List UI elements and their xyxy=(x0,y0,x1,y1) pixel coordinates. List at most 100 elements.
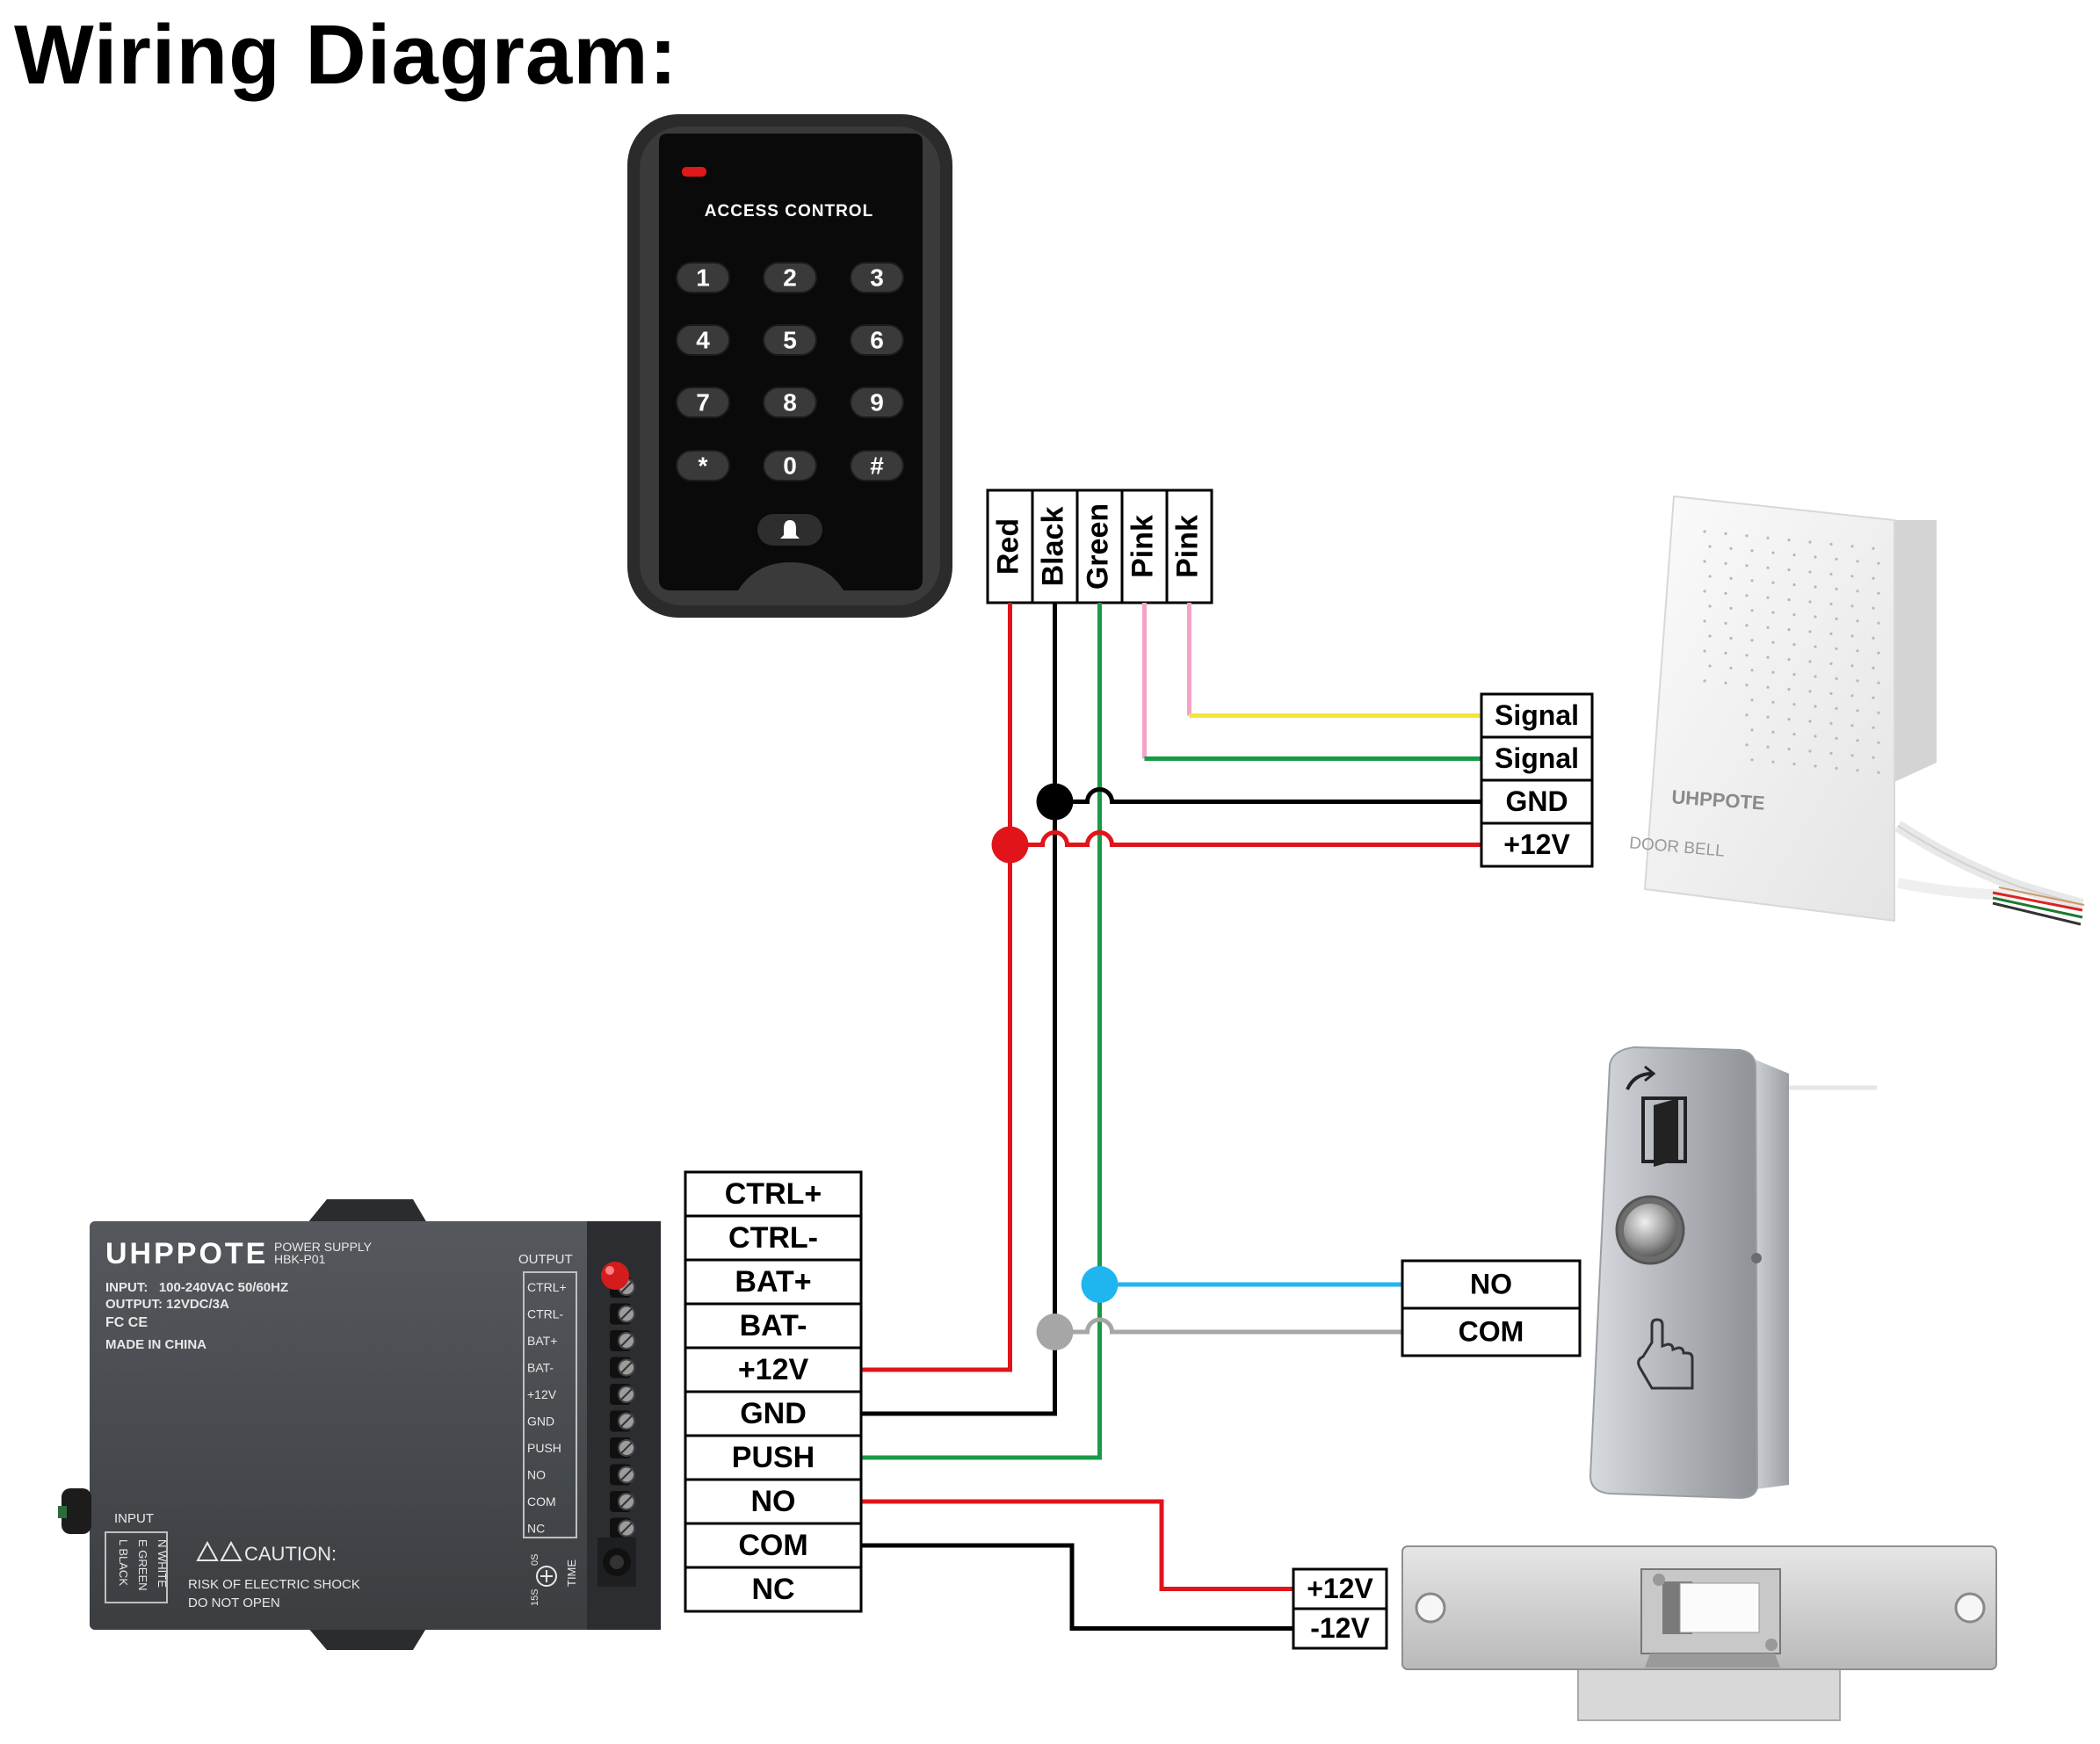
psu-terminal-label: CTRL- xyxy=(527,1307,564,1321)
psu-time-label: TIME xyxy=(565,1559,578,1587)
psu-input-line: L BLACK xyxy=(117,1539,130,1586)
exit-terminal-label: COM xyxy=(1459,1315,1524,1347)
key-button xyxy=(763,450,817,481)
psu-time-max: 0S xyxy=(530,1554,540,1566)
psu-terminal-cell xyxy=(684,1302,863,1350)
keypad-title: ACCESS CONTROL xyxy=(705,202,873,221)
key-button xyxy=(676,324,730,356)
psu-terminal-label: NO xyxy=(751,1485,796,1518)
psu-terminal-cell xyxy=(684,1346,863,1393)
key-label: 0 xyxy=(783,452,797,479)
psu-terminal-label: +12V xyxy=(738,1353,809,1386)
psu-output-spec: OUTPUT: 12VDC/3A xyxy=(105,1297,229,1312)
doorbell-terminal-cell xyxy=(1480,778,1594,825)
key-label: 2 xyxy=(783,264,797,291)
psu-terminal-cell xyxy=(684,1434,863,1481)
key-button xyxy=(676,450,730,481)
key-label: 7 xyxy=(696,388,710,416)
key-button xyxy=(850,262,904,293)
psu-terminal-label: CTRL- xyxy=(728,1221,818,1255)
psu-terminal-cell xyxy=(684,1214,863,1262)
psu-terminal-label: NC xyxy=(751,1573,794,1606)
psu-model: HBK-P01 xyxy=(274,1252,326,1266)
key-button xyxy=(850,387,904,418)
doorbell-device: UHPPOTE DOOR BELL xyxy=(1628,495,2085,926)
psu-terminal-label: CTRL+ xyxy=(725,1177,822,1211)
psu-product: POWER SUPPLY xyxy=(274,1240,373,1254)
key-label: 5 xyxy=(783,326,797,353)
hand-icon xyxy=(1637,1318,1694,1390)
wire-lock-negative xyxy=(861,1543,1293,1631)
key-button xyxy=(676,262,730,293)
psu-input-label: INPUT xyxy=(114,1511,154,1526)
doorbell-terminal-cell xyxy=(1480,735,1594,782)
wire-label: Black xyxy=(1036,507,1069,587)
bell-icon xyxy=(780,520,800,539)
push-button xyxy=(1624,1204,1676,1256)
key-button xyxy=(763,324,817,356)
terminal-blocks: CTRL+ CTRL- BAT+ BAT- +12V GND PUSH NO COM NC Sign… xyxy=(684,692,1594,1650)
page-title: Wiring Diagram: xyxy=(14,8,678,102)
psu-terminal-cell xyxy=(684,1258,863,1306)
lock-terminal-cell xyxy=(1292,1567,1388,1610)
wire-label-cell xyxy=(986,488,1034,604)
wire-green xyxy=(861,603,1102,1460)
doorbell-terminal-label: Signal xyxy=(1495,742,1579,774)
key-label: 9 xyxy=(870,388,884,416)
junction-dot xyxy=(1036,783,1074,821)
psu-terminal-label: BAT+ xyxy=(735,1265,811,1299)
wire-label-cell xyxy=(1120,488,1169,604)
wire-doorbell-gnd xyxy=(1054,787,1481,804)
psu-time-min: 15S xyxy=(530,1588,540,1606)
psu-terminal-cell xyxy=(684,1170,863,1218)
key-label: # xyxy=(870,452,884,479)
psu-terminal-label: BAT- xyxy=(527,1361,554,1375)
wire-black xyxy=(861,603,1057,1416)
wire-label-cell xyxy=(1165,488,1213,604)
warning-icon xyxy=(196,1540,243,1561)
doorbell-terminal-label: +12V xyxy=(1503,829,1570,860)
wires xyxy=(861,603,1481,1631)
doorbell-terminal-cell xyxy=(1480,692,1594,739)
wire-label: Red xyxy=(991,518,1025,575)
psu-cert: FC CE xyxy=(105,1315,148,1330)
wire-label-cell xyxy=(1075,488,1124,604)
doorbell-terminal-cell xyxy=(1480,821,1594,868)
psu-terminal-label: PUSH xyxy=(527,1441,561,1455)
key-label: 6 xyxy=(870,326,884,353)
wire-lock-positive xyxy=(861,1499,1293,1591)
psu-terminal-label: GND xyxy=(527,1415,554,1429)
psu-input-line: E GREEN xyxy=(136,1539,149,1591)
psu-terminal-label: COM xyxy=(738,1529,807,1562)
wire-label: Pink xyxy=(1170,515,1204,578)
psu-output-label: OUTPUT xyxy=(518,1252,573,1267)
psu-terminal-label: PUSH xyxy=(732,1441,815,1474)
lock-terminal-label: +12V xyxy=(1307,1573,1373,1604)
psu-input-spec: INPUT: 100-240VAC 50/60HZ xyxy=(105,1280,288,1295)
exit-terminal-cell xyxy=(1401,1306,1582,1357)
psu-caution-line: RISK OF ELECTRIC SHOCK xyxy=(188,1577,360,1592)
psu-terminal-label: COM xyxy=(527,1494,556,1509)
key-label: 3 xyxy=(870,264,884,291)
doorbell-terminal-label: Signal xyxy=(1495,699,1579,731)
key-button xyxy=(763,262,817,293)
key-label: 4 xyxy=(696,326,710,353)
psu-terminal-label: NC xyxy=(527,1522,545,1536)
lock-terminal-cell xyxy=(1292,1607,1388,1650)
wire-doorbell-12v xyxy=(1010,830,1481,847)
psu-terminal-label: GND xyxy=(740,1397,807,1430)
exit-terminal-label: NO xyxy=(1470,1268,1512,1299)
wire-red xyxy=(861,603,1012,1372)
key-label: * xyxy=(699,452,708,479)
psu-terminal-label: NO xyxy=(527,1468,546,1482)
psu-terminal-label: BAT- xyxy=(740,1309,807,1342)
key-label: 1 xyxy=(696,264,710,291)
junction-dot xyxy=(1036,1313,1074,1350)
psu-made-in: MADE IN CHINA xyxy=(105,1337,206,1352)
key-button xyxy=(850,450,904,481)
psu-terminal-cell xyxy=(684,1390,863,1437)
psu-caution-line: DO NOT OPEN xyxy=(188,1596,280,1610)
